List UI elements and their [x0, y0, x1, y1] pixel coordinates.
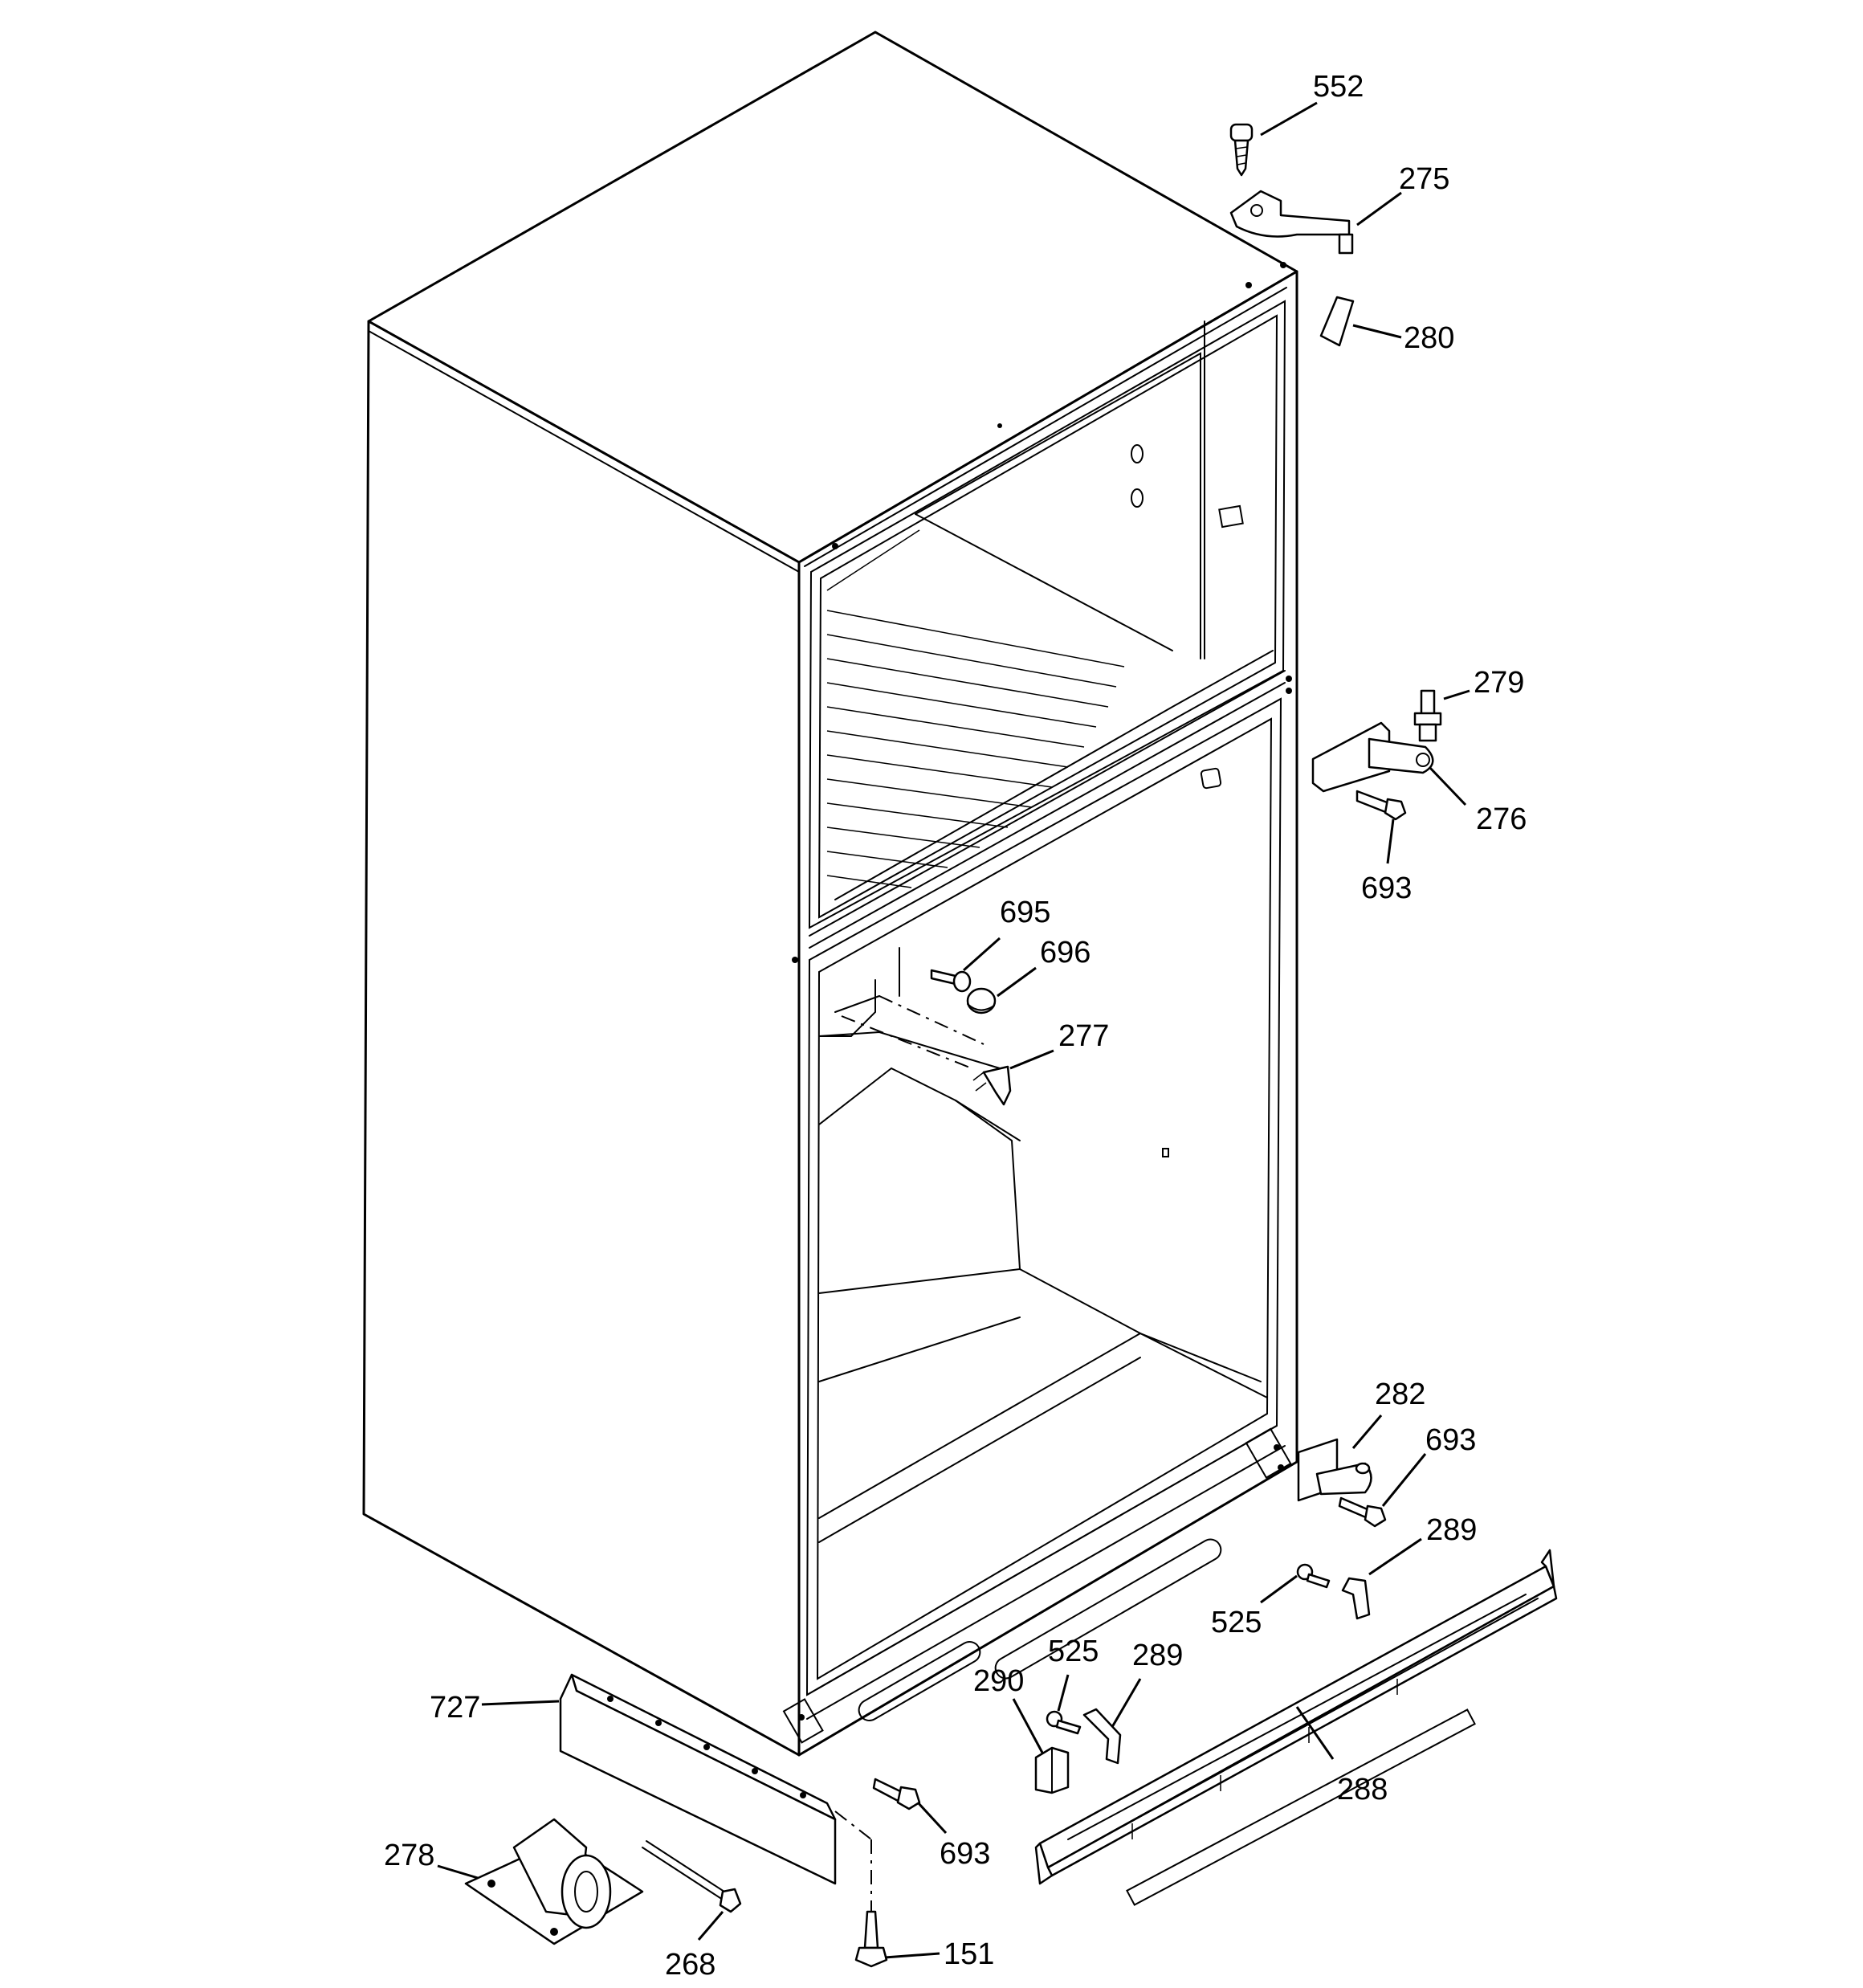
- part-695-screw: [930, 969, 972, 993]
- part-282-bottom-hinge: [1297, 1438, 1372, 1502]
- callout-727: 727: [430, 1691, 480, 1725]
- callout-693-lower: 693: [940, 1837, 990, 1871]
- callout-693-right: 693: [1425, 1423, 1476, 1457]
- part-696-cap: [966, 987, 997, 1014]
- part-289-clip-right: [1341, 1577, 1371, 1620]
- callout-278: 278: [384, 1839, 434, 1872]
- callout-276: 276: [1476, 802, 1527, 836]
- callout-151: 151: [944, 1937, 994, 1971]
- callout-525-center: 525: [1048, 1635, 1099, 1668]
- freezer-floor-ribs: [826, 529, 1125, 888]
- callout-275: 275: [1399, 162, 1449, 196]
- part-151-screw: [854, 1910, 888, 1968]
- callout-288: 288: [1337, 1773, 1388, 1806]
- part-277-plug: [972, 1065, 1012, 1106]
- callout-290: 290: [973, 1664, 1024, 1698]
- cabinet-side: [362, 320, 801, 1757]
- callout-695: 695: [1000, 896, 1050, 929]
- callout-289-right: 289: [1426, 1513, 1477, 1547]
- part-288-base-grille: [1034, 1549, 1558, 1906]
- part-268-bolt: [642, 1840, 742, 1913]
- callout-552: 552: [1313, 70, 1364, 104]
- part-693-screw-right: [1338, 1496, 1387, 1528]
- part-280-shim: [1319, 296, 1355, 347]
- part-552-screw: [1229, 123, 1254, 177]
- part-275-top-hinge: [1229, 190, 1354, 255]
- callout-268: 268: [665, 1948, 715, 1982]
- part-279-hinge-pin: [1413, 689, 1442, 742]
- part-525-screw-right: [1296, 1563, 1331, 1589]
- callout-282: 282: [1375, 1378, 1425, 1411]
- callout-693-upper: 693: [1361, 872, 1412, 905]
- callout-289-center: 289: [1132, 1639, 1183, 1672]
- callout-280: 280: [1404, 321, 1454, 355]
- callout-696: 696: [1040, 936, 1090, 970]
- part-278-roller-assembly: [464, 1818, 644, 1945]
- callout-525-right: 525: [1211, 1606, 1262, 1639]
- part-693-screw-upper: [1355, 790, 1407, 821]
- callout-279: 279: [1474, 666, 1524, 700]
- leader-lines: [437, 101, 1470, 1959]
- part-525-screw-center: [1046, 1710, 1082, 1735]
- callout-277: 277: [1058, 1019, 1109, 1053]
- part-289-clip-center: [1082, 1708, 1122, 1765]
- part-276-center-hinge: [1311, 721, 1434, 793]
- part-693-screw-lower: [872, 1778, 921, 1810]
- cabinet-front-frame: [797, 270, 1298, 1757]
- part-727-bracket: [559, 1673, 837, 1885]
- part-290-clip: [1034, 1746, 1070, 1794]
- refrigerator-cabinet: [362, 31, 1298, 1757]
